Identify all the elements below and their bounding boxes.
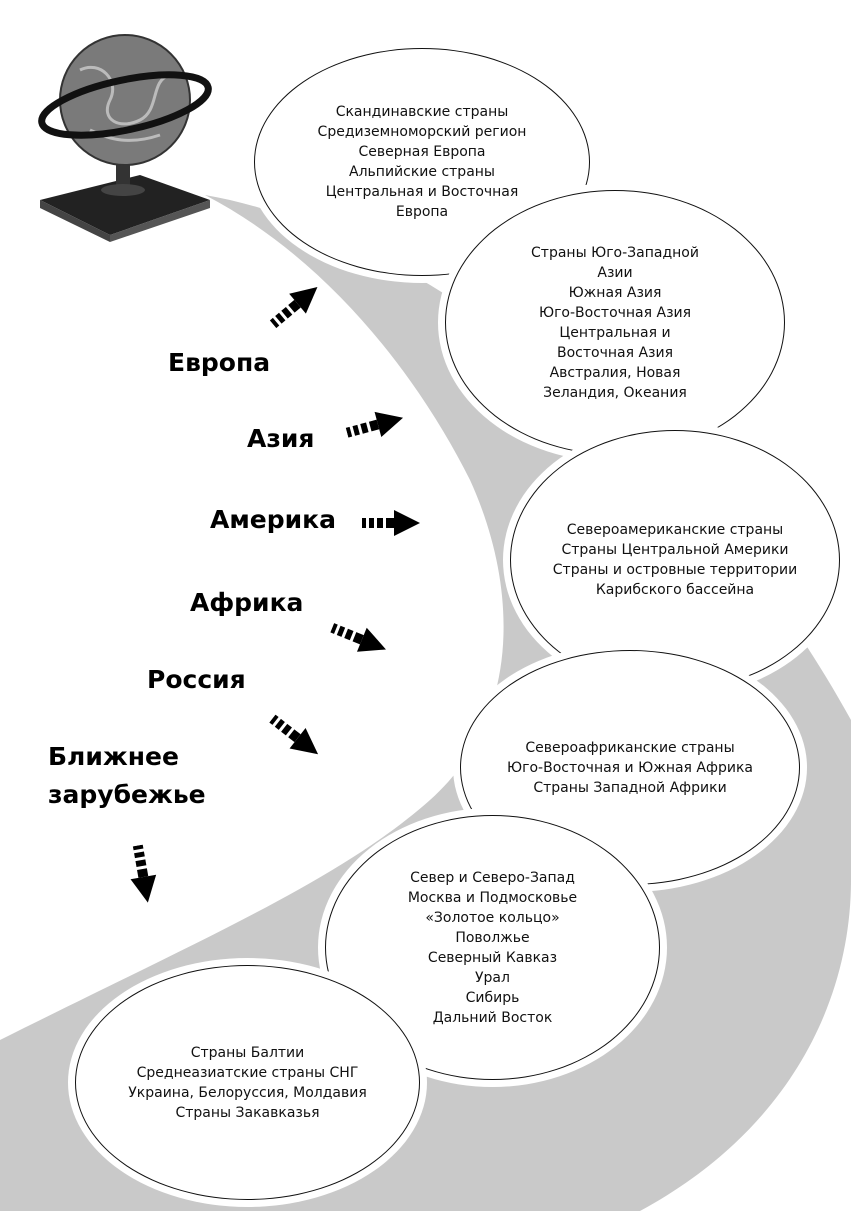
bubble-line: Среднеазиатские страны СНГ xyxy=(136,1064,359,1081)
globe-illustration xyxy=(38,34,212,242)
arrow-icon xyxy=(130,844,157,903)
arrow-icon xyxy=(269,714,319,755)
region-label-near-abroad-line1: Ближнее xyxy=(48,742,179,771)
arrow-icon xyxy=(345,411,404,438)
bubble-line: Страны Центральной Америки xyxy=(561,542,789,558)
bubble-line: Москва и Подмосковье xyxy=(407,889,578,906)
bubble-line: Карибского бассейна xyxy=(595,582,755,598)
bubble-line: Страны Западной Африки xyxy=(533,779,727,796)
region-label-russia: Россия xyxy=(147,665,246,694)
bubble-line: Зеландия, Океания xyxy=(543,384,687,401)
bubble-line: «Золотое кольцо» xyxy=(425,909,560,926)
bubble-line: Юго-Восточная Азия xyxy=(538,304,692,321)
bubble-line: Центральная и Восточная xyxy=(325,184,519,200)
bubble-line: Северный Кавказ xyxy=(427,949,558,966)
region-label-africa: Африка xyxy=(190,588,304,617)
bubble-near-abroad: Страны Балтии Среднеазиатские страны СНГ… xyxy=(75,965,420,1200)
bubble-line: Североамериканские страны xyxy=(566,522,784,538)
region-label-near-abroad-line2: зарубежье xyxy=(48,780,206,809)
bubble-line: Североафриканские страны xyxy=(525,739,735,756)
bubble-line: Восточная Азия xyxy=(556,344,673,361)
bubble-line: Средиземноморский регион xyxy=(317,124,527,140)
bubble-line: Южная Азия xyxy=(568,284,662,301)
bubble-america: Североамериканские страны Страны Централ… xyxy=(510,430,840,690)
region-label-asia: Азия xyxy=(247,424,315,453)
arrow-icon xyxy=(330,623,386,652)
bubble-asia: Страны Юго-Западной Азии Южная Азия Юго-… xyxy=(445,190,785,455)
bubble-line: Сибирь xyxy=(465,989,520,1006)
bubble-line: Юго-Восточная и Южная Африка xyxy=(507,759,753,776)
bubble-line: Поволжье xyxy=(455,929,530,946)
bubble-line: Страны и островные территории xyxy=(552,562,798,578)
bubble-line: Австралия, Новая xyxy=(549,364,681,381)
bubble-line: Дальний Восток xyxy=(432,1009,553,1026)
bubble-line: Европа xyxy=(395,204,449,220)
arrow-icon xyxy=(362,510,420,536)
region-label-europe: Европа xyxy=(168,348,271,377)
bubble-line: Север и Северо-Запад xyxy=(410,869,575,886)
bubble-line: Азии xyxy=(597,264,633,281)
bubble-line: Страны Юго-Западной xyxy=(531,244,699,261)
bubble-line: Северная Европа xyxy=(358,144,486,160)
bubble-line: Урал xyxy=(475,969,510,986)
bubble-line: Центральная и xyxy=(559,324,671,341)
region-label-america: Америка xyxy=(210,505,336,534)
arrow-icon xyxy=(269,287,318,329)
bubble-line: Страны Балтии xyxy=(190,1044,305,1061)
bubble-line: Страны Закавказья xyxy=(175,1104,320,1121)
bubble-line: Украина, Белоруссия, Молдавия xyxy=(128,1084,367,1101)
bubble-line: Альпийские страны xyxy=(349,164,495,180)
bubble-line: Скандинавские страны xyxy=(335,104,509,120)
